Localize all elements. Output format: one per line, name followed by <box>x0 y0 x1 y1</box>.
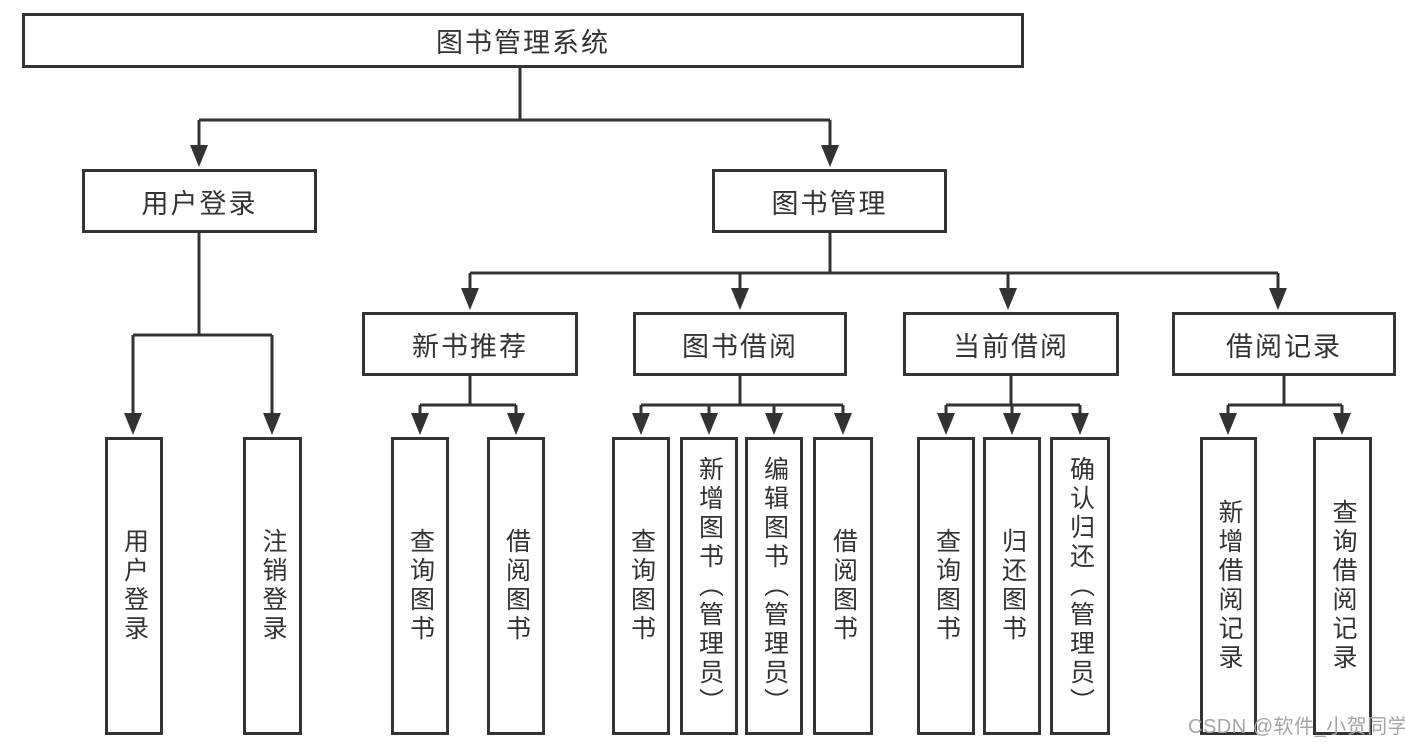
csdn-watermark: CSDN @软件_小贺同学 <box>1188 716 1405 738</box>
leaf-user-login: 用户登录 <box>105 437 163 735</box>
node-book-management: 图书管理 <box>712 169 947 233</box>
node-new-book-recommendation: 新书推荐 <box>362 312 578 376</box>
node-borrowing-records: 借阅记录 <box>1172 312 1396 376</box>
leaf-query-books-current: 查询图书 <box>917 437 975 735</box>
leaf-logout: 注销登录 <box>243 437 302 735</box>
leaf-query-books-borrowing: 查询图书 <box>612 437 670 735</box>
leaf-query-borrow-record: 查询借阅记录 <box>1313 437 1372 735</box>
leaf-query-books-recommend: 查询图书 <box>391 437 449 735</box>
leaf-confirm-return-admin: 确认归还（管理员） <box>1050 437 1110 735</box>
node-library-management-system: 图书管理系统 <box>22 13 1024 68</box>
node-user-login: 用户登录 <box>82 169 317 233</box>
leaf-add-books-admin: 新增图书（管理员） <box>680 437 738 735</box>
leaf-borrow-books: 借阅图书 <box>813 437 873 735</box>
node-current-borrowing: 当前借阅 <box>903 312 1119 376</box>
leaf-edit-books-admin: 编辑图书（管理员） <box>745 437 803 735</box>
leaf-add-borrow-record: 新增借阅记录 <box>1200 437 1257 735</box>
leaf-borrow-books-recommend: 借阅图书 <box>487 437 545 735</box>
leaf-return-books: 归还图书 <box>983 437 1041 735</box>
node-book-borrowing: 图书借阅 <box>633 312 847 376</box>
